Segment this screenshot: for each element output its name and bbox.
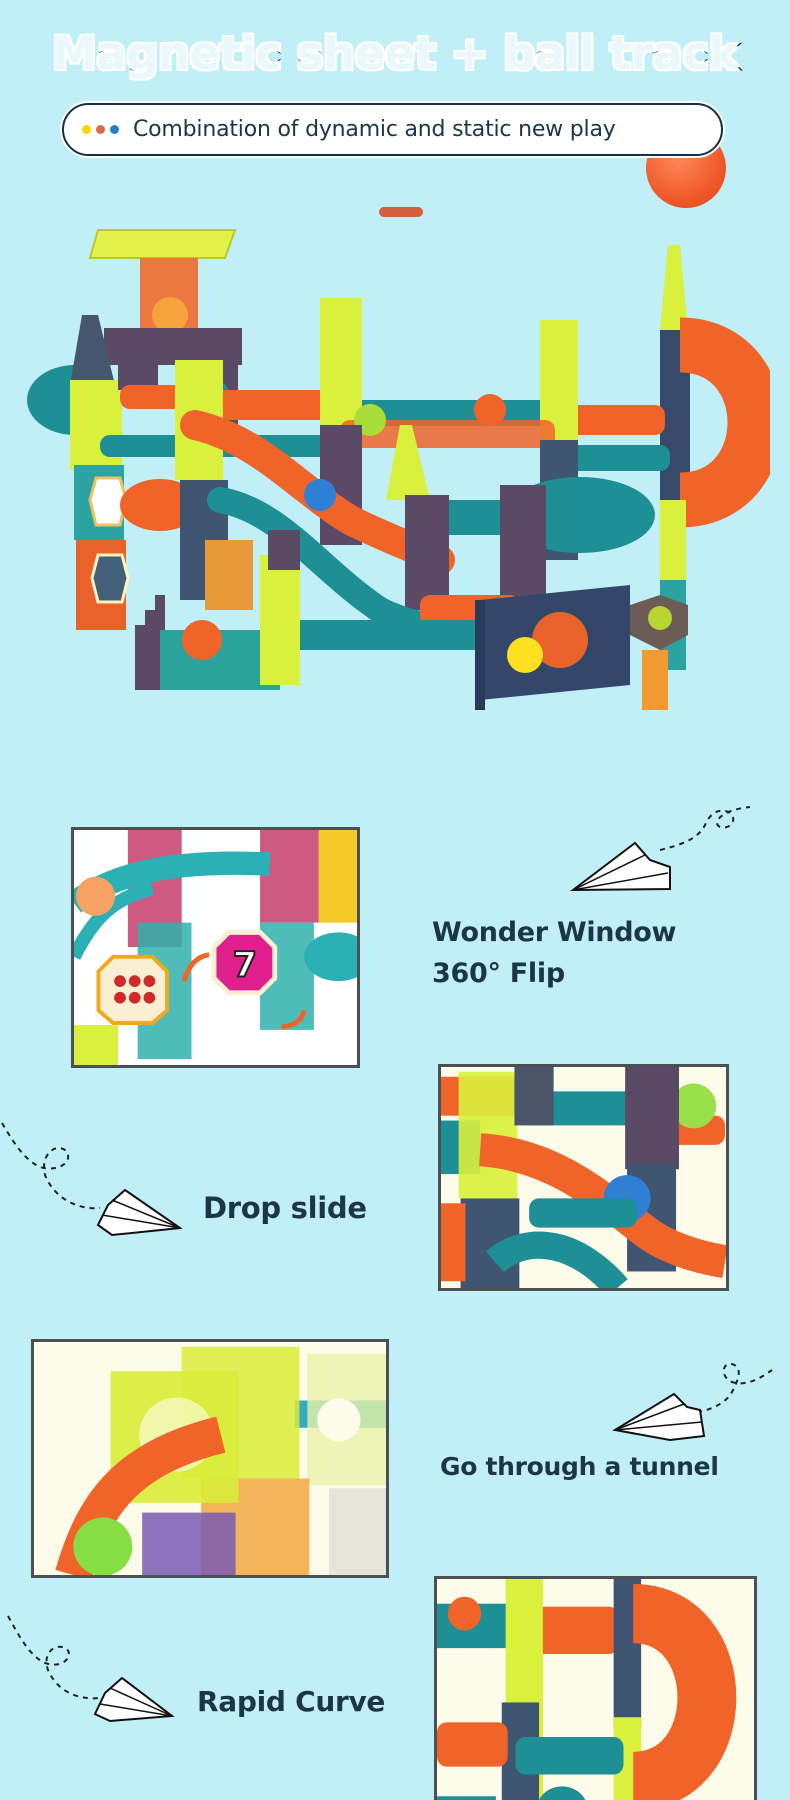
subtitle-text: Combination of dynamic and static new pl… — [133, 117, 616, 142]
hero-product-image — [20, 210, 783, 820]
blue-dot-icon — [110, 125, 119, 134]
feature-title-rapid-curve: Rapid Curve — [197, 1685, 386, 1718]
feature-image-tunnel — [31, 1339, 389, 1578]
subtitle-pill: Combination of dynamic and static new pl… — [62, 103, 723, 156]
feature-title-wonder-window: Wonder Window 360° Flip — [432, 912, 676, 994]
feature-title-line1: Wonder Window — [432, 917, 677, 948]
svg-text:7: 7 — [233, 944, 258, 985]
feature-title-line2: 360° Flip — [432, 958, 565, 989]
feature-image-rapid-curve — [434, 1576, 757, 1800]
carousel-indicator[interactable] — [379, 207, 423, 217]
page-title: Magnetic sheet + ball track — [51, 26, 740, 82]
feature-image-drop-slide — [438, 1064, 729, 1291]
yellow-dot-icon — [82, 125, 91, 134]
feature-title-drop-slide: Drop slide — [203, 1191, 367, 1225]
orange-dot-icon — [96, 125, 105, 134]
feature-image-wonder-window: 7 — [71, 827, 360, 1068]
paper-plane-icon — [612, 1362, 773, 1442]
paper-plane-icon — [1, 1122, 183, 1237]
paper-plane-icon — [7, 1615, 175, 1723]
paper-plane-icon — [570, 806, 751, 892]
feature-title-tunnel: Go through a tunnel — [440, 1452, 719, 1481]
